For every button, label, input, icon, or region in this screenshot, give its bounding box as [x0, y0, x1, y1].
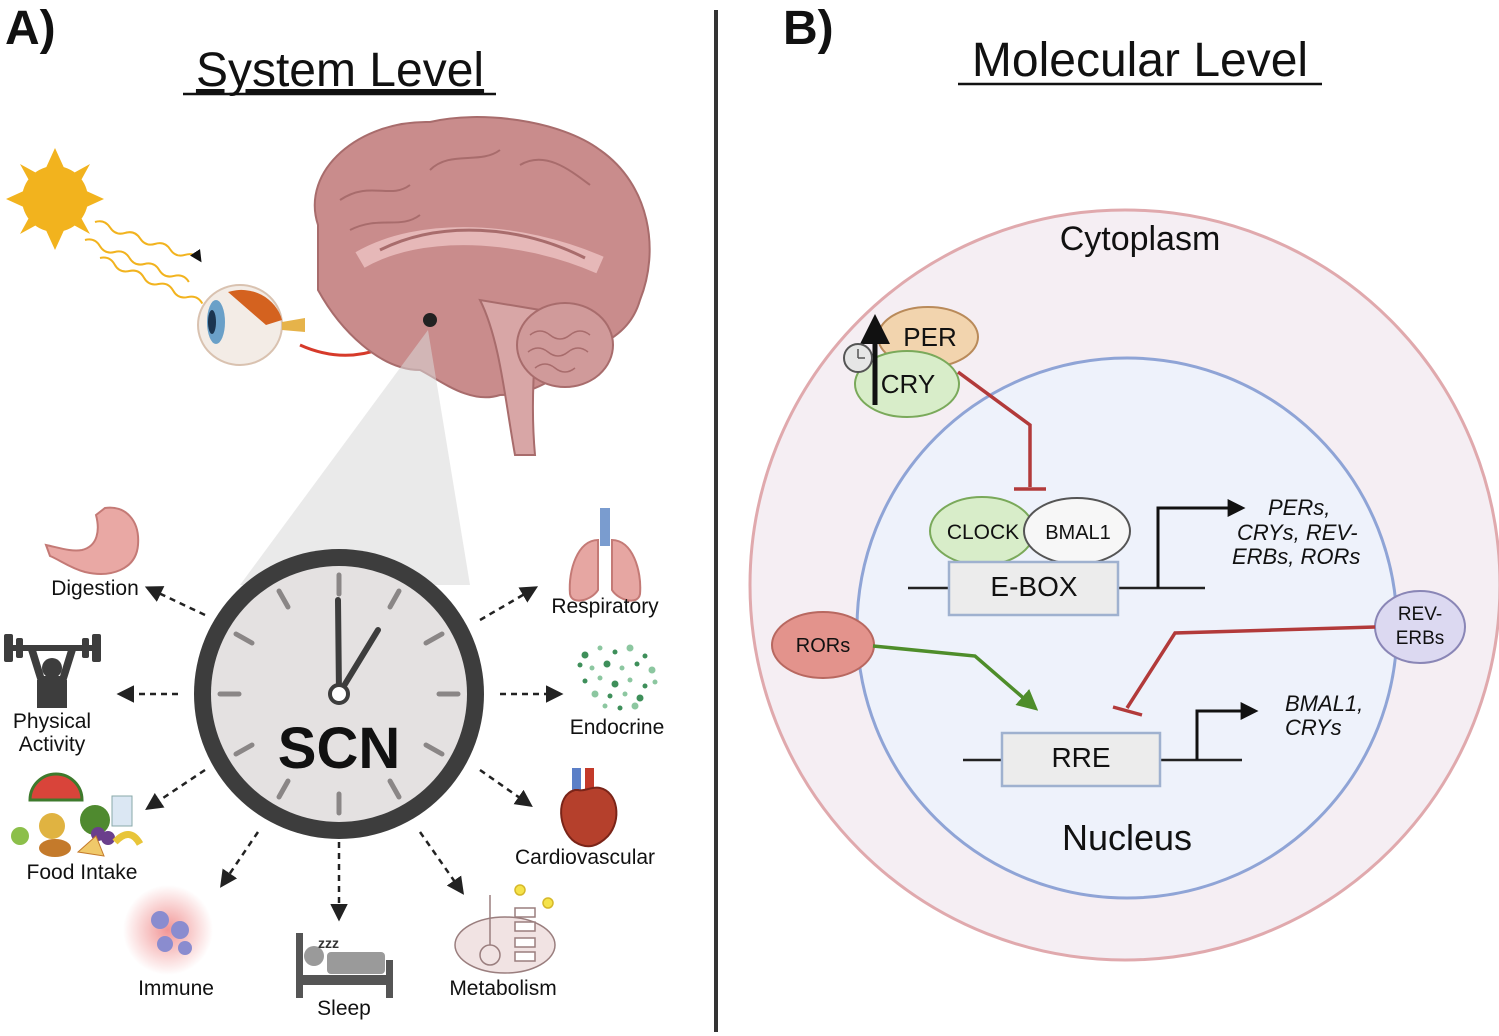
panel-b-title: Molecular Level [972, 34, 1308, 87]
endocrine-dot [612, 649, 618, 655]
endocrine-dot [582, 678, 588, 684]
endocrine-dot [611, 680, 619, 688]
metabolism-icon [454, 884, 556, 974]
immune-icon [123, 885, 213, 975]
scn-label: SCN [278, 716, 400, 781]
inhibition-per-cry [956, 370, 1046, 491]
panel-b: B) Molecular Level Cytoplasm Nucleus PER… [748, 2, 1499, 962]
endocrine-dot [627, 677, 633, 683]
weightlifter-icon [4, 634, 101, 708]
label-sleep: Sleep [317, 997, 371, 1020]
endocrine-dot [617, 705, 623, 711]
scn-dot [423, 313, 437, 327]
rors-label: RORs [796, 635, 850, 657]
endocrine-dot [652, 679, 658, 685]
light-rays [84, 220, 204, 305]
label-metabolism: Metabolism [449, 977, 556, 1000]
endocrine-dot [619, 665, 625, 671]
endocrine-dot [622, 691, 628, 697]
endocrine-dot [631, 702, 639, 710]
label-physical-2: Activity [19, 733, 86, 756]
label-food: Food Intake [27, 861, 138, 884]
rev-erbs-label-2: ERBs [1396, 628, 1445, 649]
rev-erbs-label-1: REV- [1398, 604, 1442, 625]
ebox-label: E-BOX [990, 571, 1077, 602]
per-label: PER [903, 322, 956, 352]
label-immune: Immune [138, 977, 214, 1000]
heart-icon [560, 768, 618, 848]
label-endocrine: Endocrine [570, 716, 665, 739]
ebox-target-3: ERBs, RORs [1232, 544, 1360, 569]
ebox-element [947, 560, 1120, 617]
rev-erbs-protein [1374, 590, 1466, 664]
ebox-target-2: CRYs, REV- [1237, 520, 1358, 545]
lungs-icon [568, 508, 642, 602]
rre-target-2: CRYs [1285, 715, 1342, 740]
endocrine-dot [634, 661, 640, 667]
brain-icon [313, 116, 651, 456]
label-cardiovascular: Cardiovascular [515, 846, 655, 869]
rre-target-1: BMAL1, [1285, 691, 1363, 716]
bmal1-label: BMAL1 [1045, 522, 1111, 544]
endocrine-dot [589, 665, 595, 671]
rre-element [1000, 731, 1162, 788]
bed-icon: zzz [296, 933, 393, 998]
scn-clock-icon: SCN [194, 549, 484, 839]
endocrine-dot [602, 703, 608, 709]
endocrine-icon [577, 644, 658, 711]
panel-a-letter: A) [5, 2, 56, 55]
endocrine-dot [597, 675, 603, 681]
rre-transcription-arrow [1195, 702, 1259, 760]
output-arrows [116, 586, 564, 922]
rev-erbs-inhibition [1112, 625, 1376, 717]
nucleus-label: Nucleus [1062, 817, 1192, 858]
sleep-z: zzz [318, 935, 339, 951]
zoom-cone [240, 330, 470, 585]
label-physical-1: Physical [13, 710, 91, 733]
cry-label: CRY [881, 369, 935, 399]
panel-a: A) System Level [4, 2, 664, 1020]
endocrine-dot [642, 683, 648, 689]
sun-icon [6, 148, 104, 250]
clock-label: CLOCK [947, 521, 1019, 544]
panel-b-letter: B) [783, 2, 834, 55]
endocrine-dot [607, 693, 613, 699]
endocrine-dot [636, 694, 644, 702]
label-digestion: Digestion [51, 577, 139, 600]
rors-activation-arrow [872, 644, 1039, 711]
endocrine-dot [597, 645, 603, 651]
ebox-target-1: PERs, [1268, 495, 1330, 520]
endocrine-dot [603, 660, 611, 668]
cytoplasm-label: Cytoplasm [1060, 220, 1221, 258]
endocrine-dot [581, 651, 589, 659]
endocrine-dot [642, 653, 648, 659]
label-respiratory: Respiratory [551, 595, 659, 618]
panel-a-title: System Level [196, 44, 484, 97]
endocrine-dot [577, 662, 583, 668]
rre-label: RRE [1051, 742, 1110, 773]
endocrine-dot [626, 644, 634, 652]
eye-icon [197, 284, 305, 366]
endocrine-dot [648, 666, 656, 674]
ebox-transcription-arrow [1156, 499, 1246, 588]
food-icon [11, 772, 144, 857]
stomach-icon [44, 506, 140, 575]
clock-small-icon [843, 343, 873, 373]
cry-protein [854, 350, 960, 418]
endocrine-dot [591, 690, 599, 698]
